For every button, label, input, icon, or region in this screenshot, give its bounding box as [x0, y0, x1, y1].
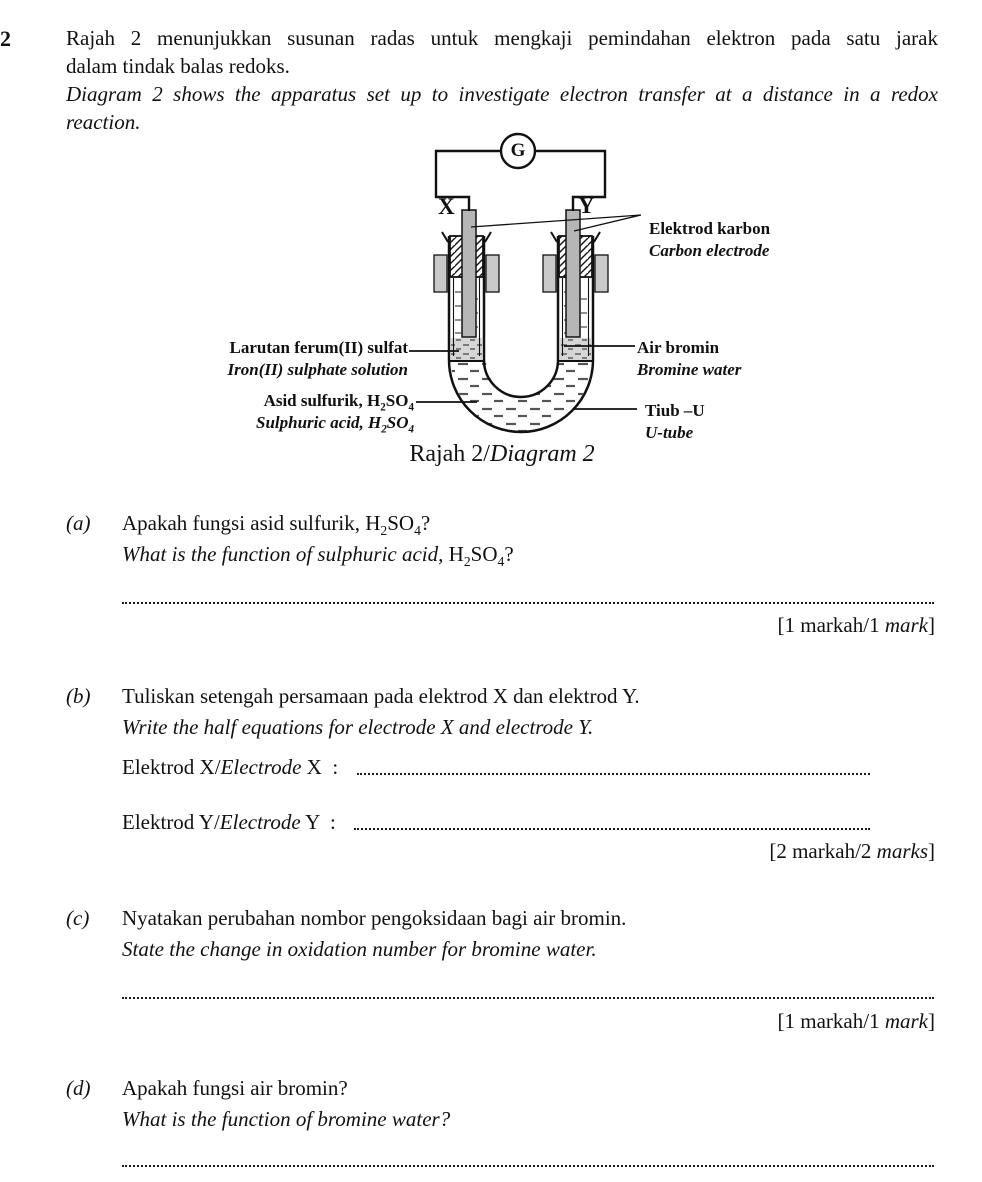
question-d-text: Apakah fungsi air bromin? What is the fu… — [122, 1076, 451, 1131]
question-d-label: (d) — [66, 1076, 91, 1100]
question-b-label: (b) — [66, 684, 91, 708]
diagram-caption: Rajah 2/Diagram 2 — [409, 441, 595, 467]
pointer-lines — [409, 214, 642, 410]
iron-sulphate-band — [451, 338, 482, 361]
electrode-x-answer-row: Elektrod X/Electrode X : — [122, 755, 870, 780]
electrode-y-rod — [565, 209, 581, 338]
galvanometer-label: G — [510, 140, 526, 161]
bromine-water-label: Air bromin Bromine water — [637, 338, 742, 379]
answer-line-electrode-y — [354, 828, 870, 830]
intro-english-line2: reaction. — [66, 110, 141, 134]
question-a-text: Apakah fungsi asid sulfurik, H2SO4? What… — [122, 511, 514, 570]
electrode-y-answer-row: Elektrod Y/Electrode Y : — [122, 810, 870, 835]
sulphuric-acid-label: Asid sulfurik, H2SO4 Sulphuric acid, H2S… — [256, 391, 414, 436]
marks-c: [1 markah/1 mark] — [777, 1009, 935, 1033]
acid-liquid — [451, 361, 591, 431]
intro-malay-line1: Rajah 2 menunjukkan susunan radas untuk … — [66, 26, 938, 50]
question-c-text: Nyatakan perubahan nombor pengoksidaan b… — [122, 906, 627, 961]
apparatus-diagram — [409, 132, 642, 434]
marks-b: [2 markah/2 marks] — [769, 839, 935, 863]
electrode-x-label: X — [438, 194, 455, 219]
electrode-y-label: Y — [578, 193, 595, 218]
answer-line-a — [122, 602, 934, 604]
question-b-text: Tuliskan setengah persamaan pada elektro… — [122, 684, 640, 739]
galvanometer-icon — [499, 132, 537, 170]
question-c-label: (c) — [66, 906, 90, 930]
answer-line-d — [122, 1165, 934, 1167]
question-a-label: (a) — [66, 511, 91, 535]
clamps — [433, 254, 609, 293]
intro-malay-line2: dalam tindak balas redoks. — [66, 54, 290, 78]
intro-paragraph: Rajah 2 menunjukkan susunan radas untuk … — [66, 24, 938, 136]
answer-line-electrode-x — [356, 773, 870, 775]
intro-english-line1: Diagram 2 shows the apparatus set up to … — [66, 82, 938, 106]
answer-line-c — [122, 997, 934, 999]
iron-sulphate-label: Larutan ferum(II) sulfat Iron(II) sulpha… — [227, 338, 408, 379]
circuit-wires — [434, 149, 607, 211]
u-tube-glass — [447, 236, 595, 434]
bromine-band — [560, 338, 591, 361]
question-number: 2 — [0, 26, 11, 51]
marks-a: [1 markah/1 mark] — [777, 613, 935, 637]
carbon-electrode-label: Elektrod karbon Carbon electrode — [649, 219, 771, 260]
u-tube-label: Tiub –U U-tube — [645, 401, 705, 442]
electrode-x-rod — [461, 209, 477, 338]
